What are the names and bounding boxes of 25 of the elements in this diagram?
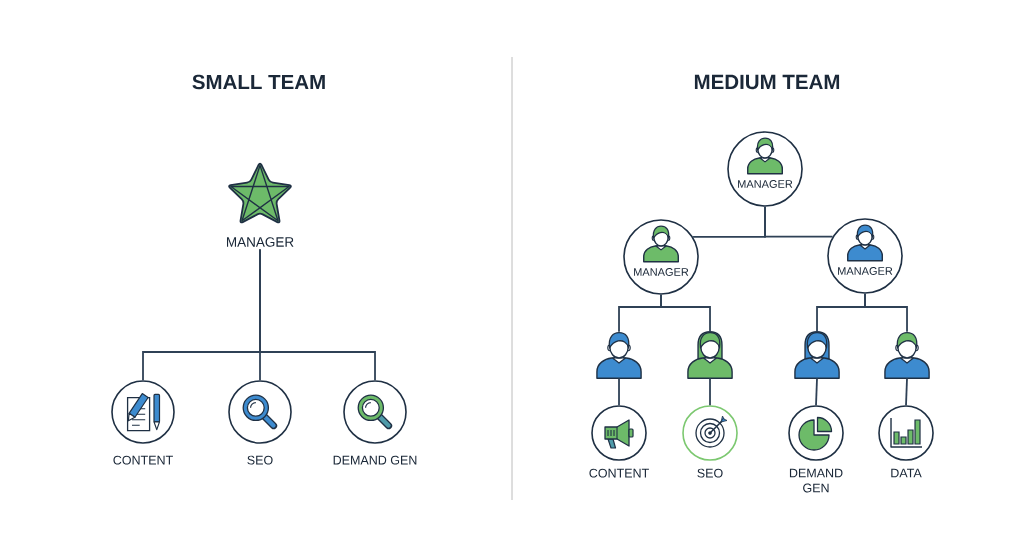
connector-line <box>815 377 818 407</box>
role-label: SEO <box>697 468 723 478</box>
connector-line <box>259 248 376 382</box>
role-label: SEO <box>247 455 273 465</box>
person-icon <box>596 332 642 379</box>
role-label: MANAGER <box>738 180 793 188</box>
connector-line <box>660 293 711 333</box>
role-label: MANAGER <box>838 267 893 275</box>
person-icon <box>687 331 733 379</box>
connector-line <box>709 377 711 407</box>
role-label: DATA <box>891 468 922 478</box>
connector-line <box>618 377 620 407</box>
role-label: CONTENT <box>589 468 649 478</box>
person-icon <box>884 332 930 379</box>
role-label: MANAGER <box>227 237 294 247</box>
role-label: CONTENT <box>113 455 173 465</box>
person-icon <box>794 331 840 379</box>
connector-line <box>864 292 908 333</box>
heading: SMALL TEAM <box>192 74 325 90</box>
role-label: MANAGER <box>634 268 689 276</box>
heading: MEDIUM TEAM <box>694 74 840 90</box>
role-label: DEMAND GEN <box>789 468 843 493</box>
connector-line <box>905 377 908 407</box>
role-label: DEMAND GEN <box>333 455 417 465</box>
connector-line <box>764 205 834 238</box>
